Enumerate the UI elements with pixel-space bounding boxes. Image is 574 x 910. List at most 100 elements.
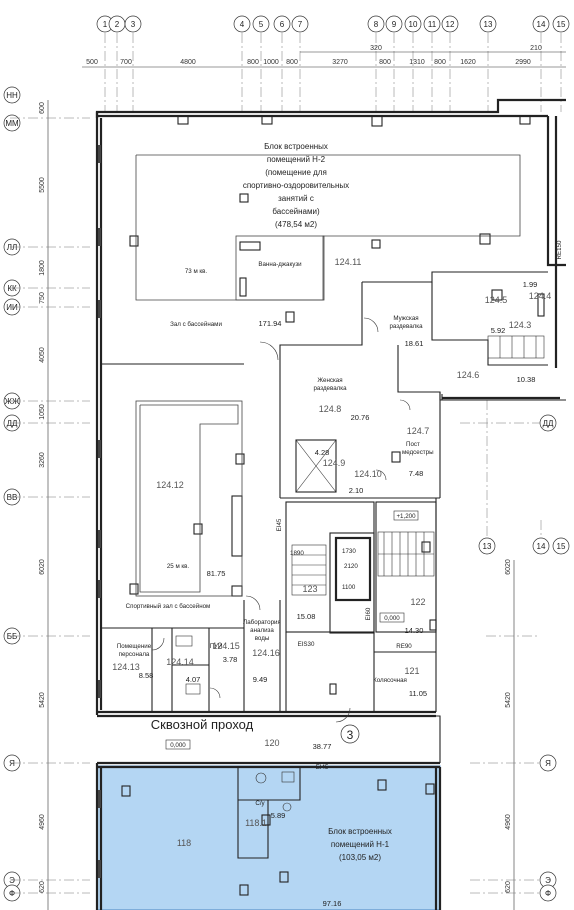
room-122-level2: +1,200 bbox=[396, 513, 416, 520]
r123-d2: 1730 bbox=[342, 548, 356, 555]
dim-left: 3260 bbox=[39, 452, 46, 468]
fire-rating-ei45-vert: EI45 bbox=[276, 518, 283, 531]
room-124-10-area: 2.10 bbox=[349, 486, 364, 495]
axis-label-top: 13 bbox=[484, 20, 493, 29]
men-label-1: Мужская bbox=[393, 315, 418, 322]
pools bbox=[135, 154, 521, 597]
axis-label-side: КК bbox=[7, 284, 17, 293]
room-120-num: 120 bbox=[264, 738, 279, 748]
hall-label: Зал с бассейнами bbox=[170, 321, 222, 328]
dim-top: 1310 bbox=[409, 59, 425, 66]
axis-marker-top-3: 3 bbox=[124, 15, 142, 112]
svg-text:занятий с: занятий с bbox=[278, 194, 314, 203]
grid-lines bbox=[10, 117, 540, 894]
room-124-6-area: 10.38 bbox=[517, 375, 536, 384]
axis-label-top: 4 bbox=[240, 20, 245, 29]
axis-label-top: 10 bbox=[409, 20, 418, 29]
men-label-2: раздевалка bbox=[389, 323, 423, 330]
room-124-7-label-1: Пост bbox=[406, 441, 420, 448]
dim-left: 1800 bbox=[39, 260, 46, 276]
fire-rating-ei60: EI60 bbox=[365, 607, 372, 620]
axis-label-top: 15 bbox=[557, 20, 566, 29]
axis-label-top: 3 bbox=[131, 20, 136, 29]
room-123-num: 123 bbox=[302, 584, 317, 594]
fire-rating-eis30: EIS30 bbox=[298, 641, 315, 648]
room-124-3-num: 124.3 bbox=[509, 320, 532, 330]
top-dimension-line bbox=[82, 51, 566, 68]
doors bbox=[151, 317, 411, 723]
dim-top: 3270 bbox=[332, 59, 348, 66]
r123-d4: 2120 bbox=[344, 563, 358, 570]
room-124-9-num: 124.9 bbox=[323, 458, 346, 468]
room-122-level: 0,000 bbox=[384, 615, 400, 622]
axis-label-side: ВВ bbox=[7, 493, 18, 502]
axis-label-top: 9 bbox=[392, 20, 397, 29]
room-120-level: 0,000 bbox=[170, 742, 186, 749]
room-122-num: 122 bbox=[410, 597, 425, 607]
room-118-1-num: 118.1 bbox=[245, 818, 267, 828]
left-dimensions: 6005500180075040501050326060205420496062… bbox=[39, 100, 49, 910]
axis-label-side: Э bbox=[9, 876, 15, 885]
axis-marker-top-15: 15 bbox=[552, 15, 570, 112]
dim-right: 4960 bbox=[505, 814, 512, 830]
dim-top: 700 bbox=[120, 59, 132, 66]
hall-area: 171.94 bbox=[259, 319, 282, 328]
fixtures bbox=[175, 635, 295, 812]
room-124-14-num: 124.14 bbox=[166, 657, 194, 667]
dim-left: 5500 bbox=[39, 177, 46, 193]
room-123-area: 15.08 bbox=[297, 612, 316, 621]
block-h1-title-1: Блок встроенных bbox=[328, 827, 392, 836]
axis-marker-top-12: 12 bbox=[441, 15, 459, 112]
room-124-16-area: 9.49 bbox=[253, 675, 268, 684]
axis-label-top: 6 bbox=[280, 20, 285, 29]
dim-top-extra-320: 320 bbox=[370, 45, 382, 52]
svg-text:(помещение для: (помещение для bbox=[265, 168, 327, 177]
axis-label-top: 1 bbox=[103, 20, 108, 29]
room-120-area: 38.77 bbox=[313, 742, 332, 751]
dim-top: 4800 bbox=[180, 59, 196, 66]
axis-marker-top-10: 10 bbox=[404, 15, 422, 112]
block-h2-title: Блок встроенных помещений Н-2 (помещение… bbox=[243, 142, 349, 229]
axis-label-side: ЛЛ bbox=[7, 243, 18, 252]
axis-label-side: Я bbox=[9, 759, 15, 768]
axis-marker-side-НН: НН bbox=[3, 86, 21, 104]
block-h1-title-2: помещений Н-1 bbox=[331, 840, 390, 849]
room-124-11-num: 124.11 bbox=[335, 257, 362, 267]
dim-top: 800 bbox=[434, 59, 446, 66]
women-area: 20.76 bbox=[351, 413, 370, 422]
women-num: 124.8 bbox=[319, 404, 342, 414]
room-121-label: Колясочная bbox=[373, 677, 407, 684]
room-124-12-label: 25 м кв. bbox=[167, 563, 190, 570]
axis-label-top: 12 bbox=[446, 20, 455, 29]
axis-label-side-right: Я bbox=[545, 759, 551, 768]
room-118-1-area: 5.89 bbox=[271, 811, 286, 820]
axis-label-top: 8 bbox=[374, 20, 379, 29]
room-124-13-area: 8.58 bbox=[139, 671, 154, 680]
svg-text:помещений Н-2: помещений Н-2 bbox=[267, 155, 326, 164]
dim-left: 4960 bbox=[39, 814, 46, 830]
axis-marker-top-11: 11 bbox=[423, 15, 441, 112]
axis-label-side-right: ДД bbox=[543, 419, 554, 428]
room-124-16-label-3: воды bbox=[255, 635, 270, 642]
dim-top: 800 bbox=[247, 59, 259, 66]
room-124-16-num: 124.16 bbox=[252, 648, 280, 658]
svg-text:спортивно-оздоровительных: спортивно-оздоровительных bbox=[243, 181, 349, 190]
room-124-15-area: 3.78 bbox=[223, 655, 238, 664]
room-124-11-label: 73 м кв. bbox=[185, 268, 208, 275]
axis-marker-top-2: 2 bbox=[108, 15, 126, 112]
men-area: 18.61 bbox=[405, 339, 424, 348]
r123-d3: 1100 bbox=[342, 584, 356, 591]
dim-top: 800 bbox=[379, 59, 391, 66]
room-124-7-area: 7.48 bbox=[409, 469, 424, 478]
dim-top: 1000 bbox=[263, 59, 279, 66]
axis-marker-top-6: 6 bbox=[273, 15, 291, 112]
dim-left: 5420 bbox=[39, 692, 46, 708]
dim-left: 6020 bbox=[39, 559, 46, 575]
sport-label: Спортивный зал с бассейном bbox=[126, 603, 211, 610]
axis-label-side: ММ bbox=[5, 119, 19, 128]
svg-text:(478,54 м2): (478,54 м2) bbox=[275, 220, 317, 229]
fire-rating-re150: RE150 bbox=[556, 240, 563, 259]
